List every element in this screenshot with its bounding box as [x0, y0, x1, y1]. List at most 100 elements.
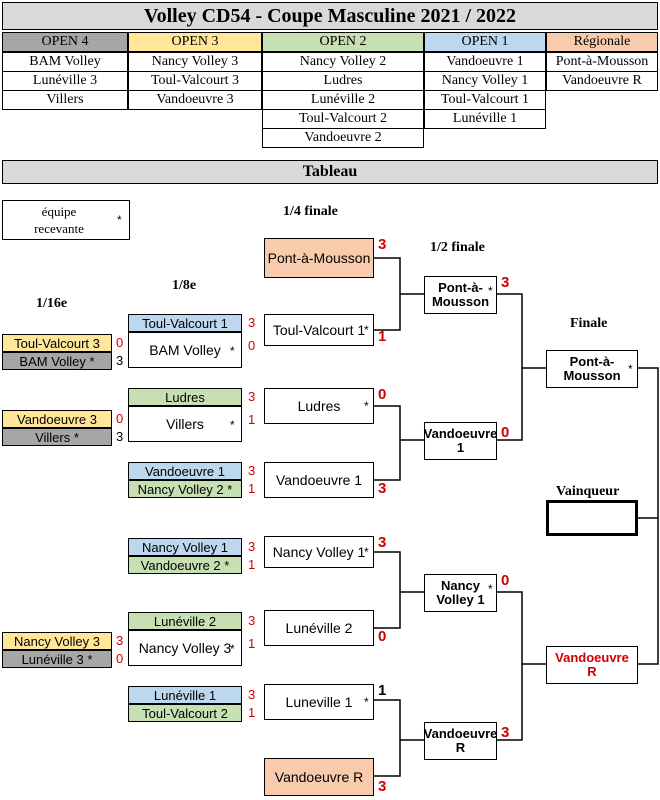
- qf-team: Luneville 1: [264, 684, 374, 720]
- qf-score: 3: [378, 480, 387, 497]
- final-team-line2: R: [587, 664, 597, 679]
- qf-score: 3: [378, 534, 387, 551]
- qf-team: Vandoeuvre 1: [264, 462, 374, 498]
- r8-star: *: [230, 642, 235, 656]
- group-team: Pont-à-Mousson: [546, 52, 658, 72]
- final-star: *: [628, 362, 633, 376]
- group-team: Ludres: [262, 71, 424, 91]
- sf-score: 3: [501, 274, 510, 291]
- qf-team-label: Lunéville 2: [285, 620, 353, 636]
- group-team: Vandoeuvre 1: [424, 52, 546, 72]
- sf-team-line1: Nancy: [440, 578, 481, 593]
- r16-team-b: Lunéville 3 *: [2, 650, 112, 668]
- qf-star: *: [364, 323, 369, 337]
- r16-score-b: 0: [116, 651, 124, 666]
- qf-team: Pont-à-Mousson: [264, 238, 374, 278]
- qf-team: Nancy Volley 1: [264, 536, 374, 568]
- qf-team-label: Ludres: [297, 398, 341, 414]
- qf-score: 1: [378, 682, 387, 699]
- stage-qf: 1/4 finale: [283, 204, 338, 219]
- group-header-4: OPEN 1: [424, 32, 546, 52]
- r16-score-b: 3: [116, 353, 124, 368]
- r16-team-a: Nancy Volley 3: [2, 632, 112, 650]
- qf-team: Toul-Valcourt 1: [264, 314, 374, 346]
- stage-winner: Vainqueur: [556, 484, 620, 499]
- qf-team-label: Pont-à-Mousson: [267, 250, 371, 266]
- group-team: Vandoeuvre R: [546, 71, 658, 91]
- r8-team-a: Nancy Volley 1: [128, 538, 242, 556]
- qf-team-label: Vandoeuvre 1: [275, 472, 363, 488]
- r8-score-b: 1: [248, 705, 256, 720]
- r8-score-b: 1: [248, 412, 256, 427]
- r8-team-a: Ludres: [128, 388, 242, 406]
- qf-star: *: [364, 695, 369, 709]
- r16-team-b: Villers *: [2, 428, 112, 446]
- r16-score-b: 3: [116, 429, 124, 444]
- sf-star: *: [488, 284, 493, 298]
- group-team: Lunéville 1: [424, 109, 546, 129]
- qf-score: 3: [378, 778, 387, 795]
- final-team-line1: Vandoeuvre: [555, 650, 629, 665]
- group-team: Villers: [2, 90, 128, 110]
- sf-team-line1: Vandoeuvre: [423, 426, 498, 441]
- qf-team-label: Luneville 1: [285, 694, 353, 710]
- qf-star: *: [364, 399, 369, 413]
- r8-team-a: Toul-Valcourt 1: [128, 314, 242, 332]
- r8-score-a: 3: [248, 539, 256, 554]
- qf-team-label: Toul-Valcourt 1: [272, 322, 366, 338]
- r8-team-b: Nancy Volley 3: [128, 630, 242, 666]
- r8-star: *: [230, 418, 235, 432]
- page-title: Volley CD54 - Coupe Masculine 2021 / 202…: [2, 2, 658, 30]
- group-team: Toul-Valcourt 2: [262, 109, 424, 129]
- r16-team-b: BAM Volley *: [2, 352, 112, 370]
- r16-score-a: 0: [116, 411, 124, 426]
- group-header-5: Régionale: [546, 32, 658, 52]
- r8-team-b: Nancy Volley 2 *: [128, 480, 242, 498]
- sf-team-line2: Mousson: [431, 294, 490, 309]
- group-team: Toul-Valcourt 1: [424, 90, 546, 110]
- qf-team: Vandoeuvre R: [264, 758, 374, 796]
- tableau-header: Tableau: [2, 160, 658, 184]
- sf-score: 0: [501, 572, 510, 589]
- stage-sf: 1/2 finale: [430, 240, 485, 255]
- group-header-2: OPEN 3: [128, 32, 262, 52]
- sf-star: *: [488, 582, 493, 596]
- r8-score-a: 3: [248, 613, 256, 628]
- final-team-line2: Mousson: [563, 368, 621, 383]
- stage-r16: 1/16e: [36, 296, 68, 311]
- group-team: Lunéville 3: [2, 71, 128, 91]
- r8-team-b: Toul-Valcourt 2: [128, 704, 242, 722]
- sf-team-line2: R: [455, 740, 466, 755]
- qf-score: 0: [378, 628, 387, 645]
- r8-team-a: Vandoeuvre 1: [128, 462, 242, 480]
- qf-score: 0: [378, 386, 387, 403]
- qf-team-label: Nancy Volley 1: [272, 544, 366, 560]
- r16-team-a: Vandoeuvre 3: [2, 410, 112, 428]
- sf-score: 3: [501, 724, 510, 741]
- r16-team-a: Toul-Valcourt 3: [2, 334, 112, 352]
- r8-score-a: 3: [248, 315, 256, 330]
- qf-star: *: [364, 545, 369, 559]
- sf-score: 0: [501, 424, 510, 441]
- stage-final: Finale: [570, 316, 608, 331]
- r8-score-a: 3: [248, 389, 256, 404]
- r16-score-a: 0: [116, 335, 124, 350]
- legend-box: équipe recevante *: [2, 200, 130, 240]
- qf-team: Ludres: [264, 388, 374, 424]
- sf-team-line2: Volley 1: [436, 592, 485, 607]
- r8-team-b-label: Nancy Volley 3: [138, 640, 232, 656]
- group-team: Vandoeuvre 3: [128, 90, 262, 110]
- r8-team-b-label: Villers: [166, 416, 204, 432]
- r8-team-a: Lunéville 2: [128, 612, 242, 630]
- legend-star: *: [117, 213, 122, 227]
- winner-box: [546, 500, 638, 536]
- group-team: Vandoeuvre 2: [262, 128, 424, 148]
- qf-score: 1: [378, 328, 387, 345]
- qf-score: 3: [378, 236, 387, 253]
- r8-score-a: 3: [248, 687, 256, 702]
- sf-team-line2: 1: [456, 440, 465, 455]
